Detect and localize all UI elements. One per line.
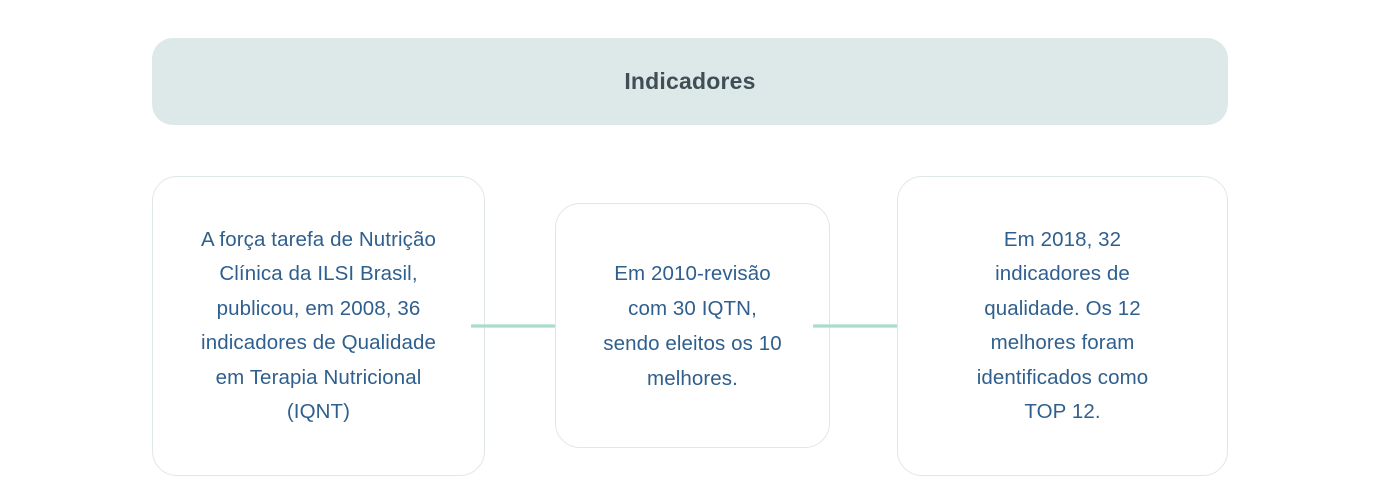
flow-step-card-2: Em 2010-revisão com 30 IQTN, sendo eleit… [555,203,830,448]
flow-step-text-1: A força tarefa de Nutrição Clínica da IL… [200,227,437,424]
flow-step-text-3: Em 2018, 32 indicadores de qualidade. Os… [976,227,1149,424]
flow-step-text-2: Em 2010-revisão com 30 IQTN, sendo eleit… [603,261,782,390]
flow-step-card-3: Em 2018, 32 indicadores de qualidade. Os… [897,176,1228,476]
flow-step-card-1: A força tarefa de Nutrição Clínica da IL… [152,176,485,476]
page-title: Indicadores [624,68,756,94]
header-banner: Indicadores [152,38,1228,125]
